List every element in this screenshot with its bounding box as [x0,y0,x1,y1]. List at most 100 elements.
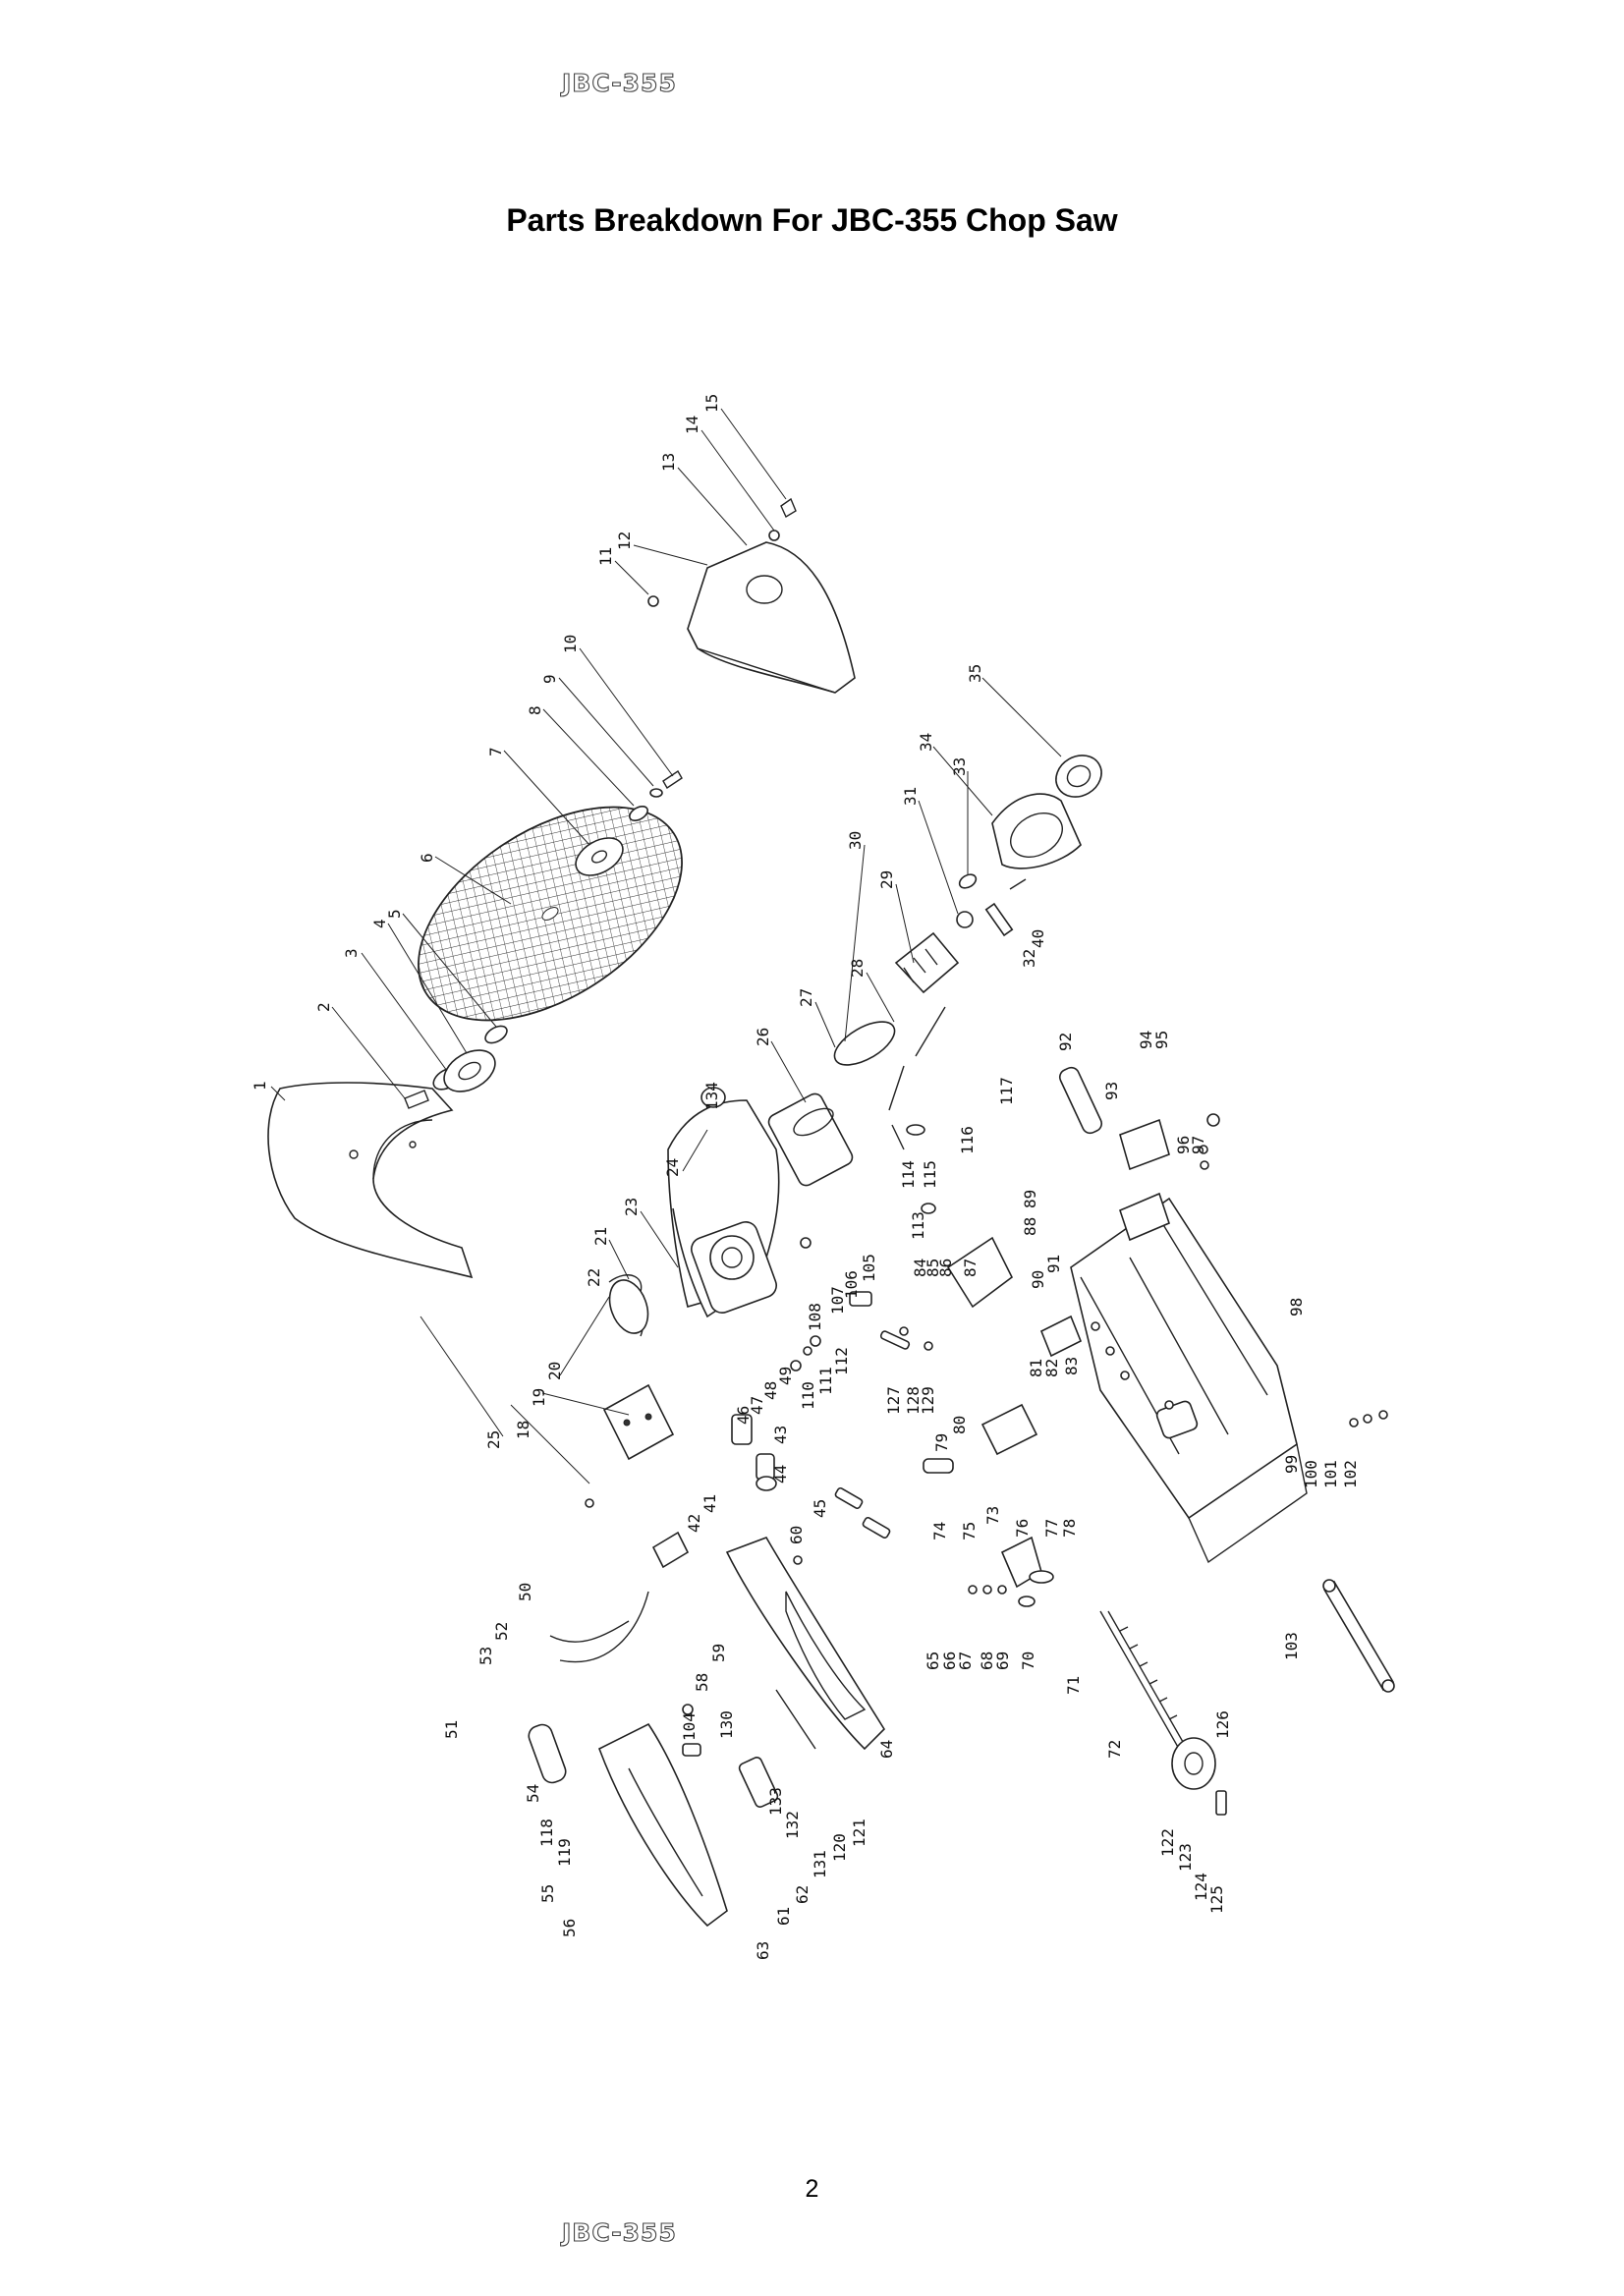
svg-text:13: 13 [659,453,678,472]
svg-text:101: 101 [1321,1460,1340,1488]
svg-text:93: 93 [1102,1082,1121,1100]
svg-text:59: 59 [709,1644,728,1662]
svg-text:124: 124 [1192,1873,1210,1901]
svg-text:45: 45 [811,1499,829,1518]
svg-text:77: 77 [1042,1519,1061,1538]
svg-text:1: 1 [251,1081,269,1091]
svg-text:103: 103 [1282,1632,1301,1660]
svg-text:120: 120 [830,1833,849,1862]
svg-text:125: 125 [1207,1885,1226,1914]
svg-text:91: 91 [1044,1255,1063,1273]
svg-text:76: 76 [1013,1519,1032,1538]
header-code: JBC-355 [561,68,677,97]
svg-text:29: 29 [877,870,896,889]
svg-text:46: 46 [734,1406,753,1425]
svg-text:47: 47 [748,1396,766,1415]
handle-support [1058,1066,1220,1171]
svg-text:8: 8 [526,705,544,715]
svg-text:48: 48 [761,1381,780,1400]
svg-text:62: 62 [793,1885,812,1904]
svg-text:117: 117 [997,1077,1016,1105]
svg-text:24: 24 [663,1158,682,1177]
svg-text:52: 52 [492,1622,511,1641]
svg-text:21: 21 [591,1227,610,1246]
svg-text:100: 100 [1302,1460,1320,1488]
svg-text:27: 27 [797,988,815,1007]
svg-text:130: 130 [717,1710,736,1739]
svg-text:115: 115 [921,1160,939,1189]
vise-parts [923,1192,1170,1589]
svg-text:119: 119 [555,1838,574,1867]
svg-text:5: 5 [385,909,404,919]
svg-text:63: 63 [754,1941,772,1960]
svg-text:42: 42 [685,1514,703,1533]
svg-text:69: 69 [993,1652,1012,1670]
svg-text:86: 86 [936,1259,955,1277]
svg-text:131: 131 [811,1850,829,1878]
svg-text:96: 96 [1174,1136,1193,1154]
svg-text:64: 64 [877,1740,896,1759]
svg-text:88: 88 [1021,1217,1039,1236]
svg-text:67: 67 [956,1652,975,1670]
svg-text:7: 7 [486,747,505,756]
svg-text:132: 132 [783,1811,802,1839]
upper-guard-cover [647,497,856,694]
svg-text:90: 90 [1029,1270,1047,1289]
svg-text:34: 34 [917,733,935,752]
svg-text:129: 129 [919,1386,937,1415]
operating-handle [725,1537,886,1751]
svg-text:94: 94 [1137,1031,1155,1049]
svg-text:108: 108 [806,1303,824,1331]
svg-text:73: 73 [983,1506,1002,1525]
svg-text:84: 84 [911,1259,929,1277]
trigger-housing [597,1722,779,1928]
leader-lines [270,408,1062,1484]
svg-text:104: 104 [680,1712,699,1741]
svg-text:98: 98 [1287,1298,1306,1316]
svg-text:133: 133 [766,1787,785,1816]
svg-text:110: 110 [799,1381,817,1410]
svg-text:40: 40 [1029,929,1047,948]
svg-text:51: 51 [442,1720,461,1739]
power-cord [528,1531,690,1784]
svg-text:56: 56 [560,1919,579,1937]
svg-text:66: 66 [940,1652,959,1670]
svg-text:18: 18 [514,1421,532,1439]
svg-text:60: 60 [787,1526,806,1544]
svg-text:65: 65 [924,1652,942,1670]
svg-text:2: 2 [314,1002,333,1012]
svg-text:70: 70 [1019,1652,1037,1670]
svg-text:75: 75 [960,1522,979,1540]
svg-text:105: 105 [860,1254,878,1282]
svg-text:22: 22 [585,1268,603,1287]
svg-text:9: 9 [540,674,559,684]
svg-text:116: 116 [958,1126,977,1154]
svg-text:118: 118 [537,1819,556,1847]
svg-text:26: 26 [754,1028,772,1046]
svg-text:128: 128 [904,1386,923,1415]
svg-text:74: 74 [930,1522,949,1540]
svg-text:28: 28 [848,959,867,978]
svg-text:32: 32 [1020,949,1038,968]
svg-text:85: 85 [924,1259,942,1277]
svg-text:55: 55 [538,1884,557,1903]
svg-text:134: 134 [702,1082,721,1110]
svg-text:23: 23 [622,1198,641,1216]
svg-text:50: 50 [516,1583,534,1601]
svg-text:14: 14 [683,416,701,434]
svg-text:10: 10 [561,635,580,653]
page-number: 2 [805,2175,819,2203]
svg-text:122: 122 [1158,1828,1177,1857]
blade-guard [267,1082,474,1279]
svg-text:11: 11 [596,547,615,566]
svg-text:12: 12 [615,532,634,550]
base-assembly [1070,1197,1308,1564]
svg-text:121: 121 [850,1819,868,1847]
svg-text:68: 68 [978,1652,996,1670]
svg-text:79: 79 [932,1433,951,1452]
small-fasteners [682,1006,1388,1750]
motor-end-cap [984,755,1102,937]
svg-text:58: 58 [693,1673,711,1692]
svg-text:81: 81 [1027,1359,1045,1377]
svg-text:3: 3 [342,948,361,958]
